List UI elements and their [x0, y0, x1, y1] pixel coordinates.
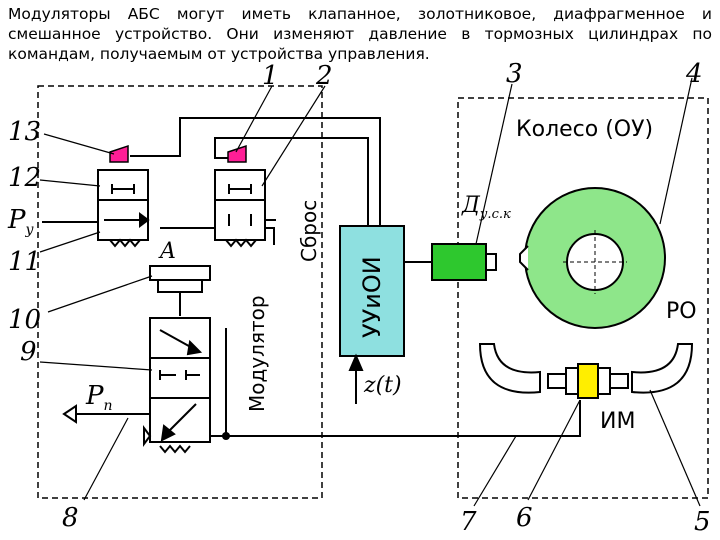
pp-label-main: P	[85, 381, 104, 411]
solenoid-release	[227, 144, 247, 163]
release-label: Сброс	[297, 200, 321, 262]
callout-6: 6	[516, 503, 533, 533]
piston-10	[149, 265, 211, 316]
callout-1: 1	[262, 61, 279, 91]
wheel-label: Колесо (ОУ)	[516, 117, 653, 142]
pp-label-sub: п	[104, 398, 113, 414]
release-valve	[214, 169, 276, 248]
control-wires	[76, 117, 581, 437]
supply-pp-port	[62, 404, 77, 424]
z-input-arrow	[348, 353, 364, 404]
wheel-speed-sensor	[431, 243, 497, 281]
brake-shoes	[478, 343, 694, 394]
callout-10: 10	[8, 305, 41, 335]
callout-13: 13	[8, 117, 41, 147]
point-a-label: A	[158, 239, 176, 264]
sensor-label-sub: у.с.к	[479, 207, 511, 222]
callout-2: 2	[315, 61, 333, 91]
im-label: ИМ	[600, 409, 635, 434]
callout-12: 12	[8, 163, 41, 193]
solenoid-13	[109, 144, 129, 163]
py-label: Pу	[7, 205, 35, 238]
py-label-sub: у	[25, 222, 35, 238]
valve-12	[97, 169, 150, 248]
pp-label: Pп	[85, 381, 113, 414]
callout-7: 7	[460, 507, 477, 537]
sensor-label: Ду.с.к	[461, 193, 511, 222]
callout-9: 9	[20, 337, 37, 367]
callout-11: 11	[8, 247, 41, 277]
sensor-label-main: Д	[461, 193, 481, 218]
modulator-boundary	[37, 85, 323, 499]
ro-label: РО	[666, 299, 697, 324]
leader-lines	[39, 77, 701, 507]
actuator-im	[547, 363, 629, 399]
wheel-boundary	[457, 97, 709, 499]
controller-box	[339, 225, 405, 357]
caption-text: Модуляторы АБС могут иметь клапанное, зо…	[8, 5, 712, 63]
controller-label: УУиОИ	[358, 256, 386, 338]
modulator-valve-9	[143, 317, 211, 454]
py-label-main: P	[7, 205, 26, 235]
callout-5: 5	[694, 507, 711, 537]
callout-4: 4	[685, 59, 703, 89]
modulator-label: Модулятор	[245, 295, 269, 412]
junction-node	[222, 432, 230, 440]
callout-3: 3	[506, 59, 523, 89]
zt-label: z(t)	[363, 373, 402, 398]
wheel-gear	[519, 187, 666, 329]
callout-8: 8	[62, 503, 79, 533]
